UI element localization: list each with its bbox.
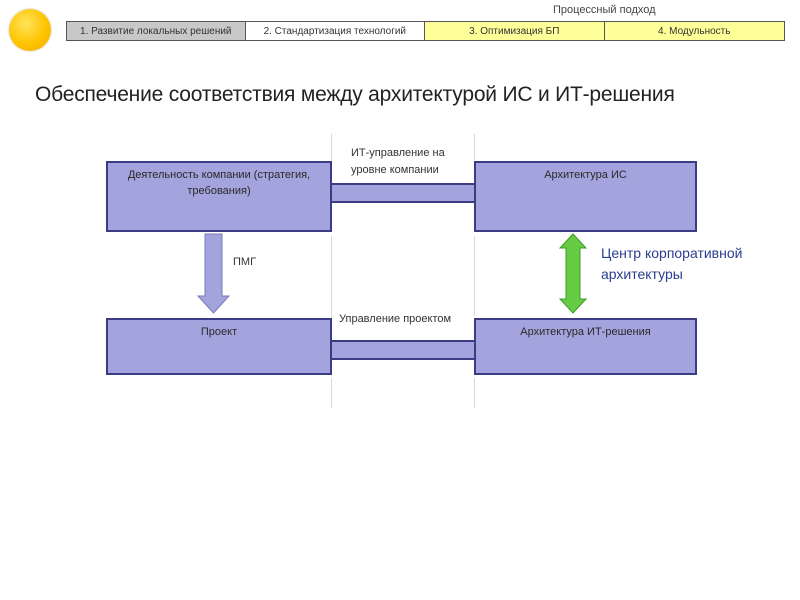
guide-line <box>331 378 332 408</box>
stage-2: 2. Стандартизация технологий <box>245 22 426 40</box>
it-governance-connector <box>330 183 476 203</box>
guide-line <box>474 378 475 408</box>
sun-logo-icon <box>9 9 51 51</box>
pmg-arrow-icon <box>196 233 231 314</box>
stage-3: 3. Оптимизация БП <box>425 22 605 40</box>
guide-line <box>474 134 475 160</box>
project-management-label: Управление проектом <box>339 313 452 325</box>
guide-line <box>331 134 332 180</box>
is-architecture-box: Архитектура ИС <box>474 161 697 232</box>
project-box: Проект <box>106 318 332 375</box>
stage-1: 1. Развитие локальных решений <box>67 22 246 40</box>
company-activity-box: Деятельность компании (стратегия, требов… <box>106 161 332 232</box>
project-management-connector <box>330 340 476 360</box>
architecture-center-arrow-icon <box>558 233 588 314</box>
it-governance-label: ИТ-управление на уровне компании <box>351 147 445 176</box>
stage-4: 4. Модульность <box>604 22 784 40</box>
pmg-label: ПМГ <box>233 256 257 268</box>
guide-line <box>331 236 332 336</box>
it-solution-architecture-box: Архитектура ИТ-решения <box>474 318 697 375</box>
stages-bar: 1. Развитие локальных решений 2. Стандар… <box>66 21 785 41</box>
architecture-center-label: Центр корпоративной архитектуры <box>601 245 743 282</box>
guide-line <box>474 236 475 316</box>
slide-title: Обеспечение соответствия между архитекту… <box>35 83 675 106</box>
process-approach-label: Процессный подход <box>553 4 656 16</box>
